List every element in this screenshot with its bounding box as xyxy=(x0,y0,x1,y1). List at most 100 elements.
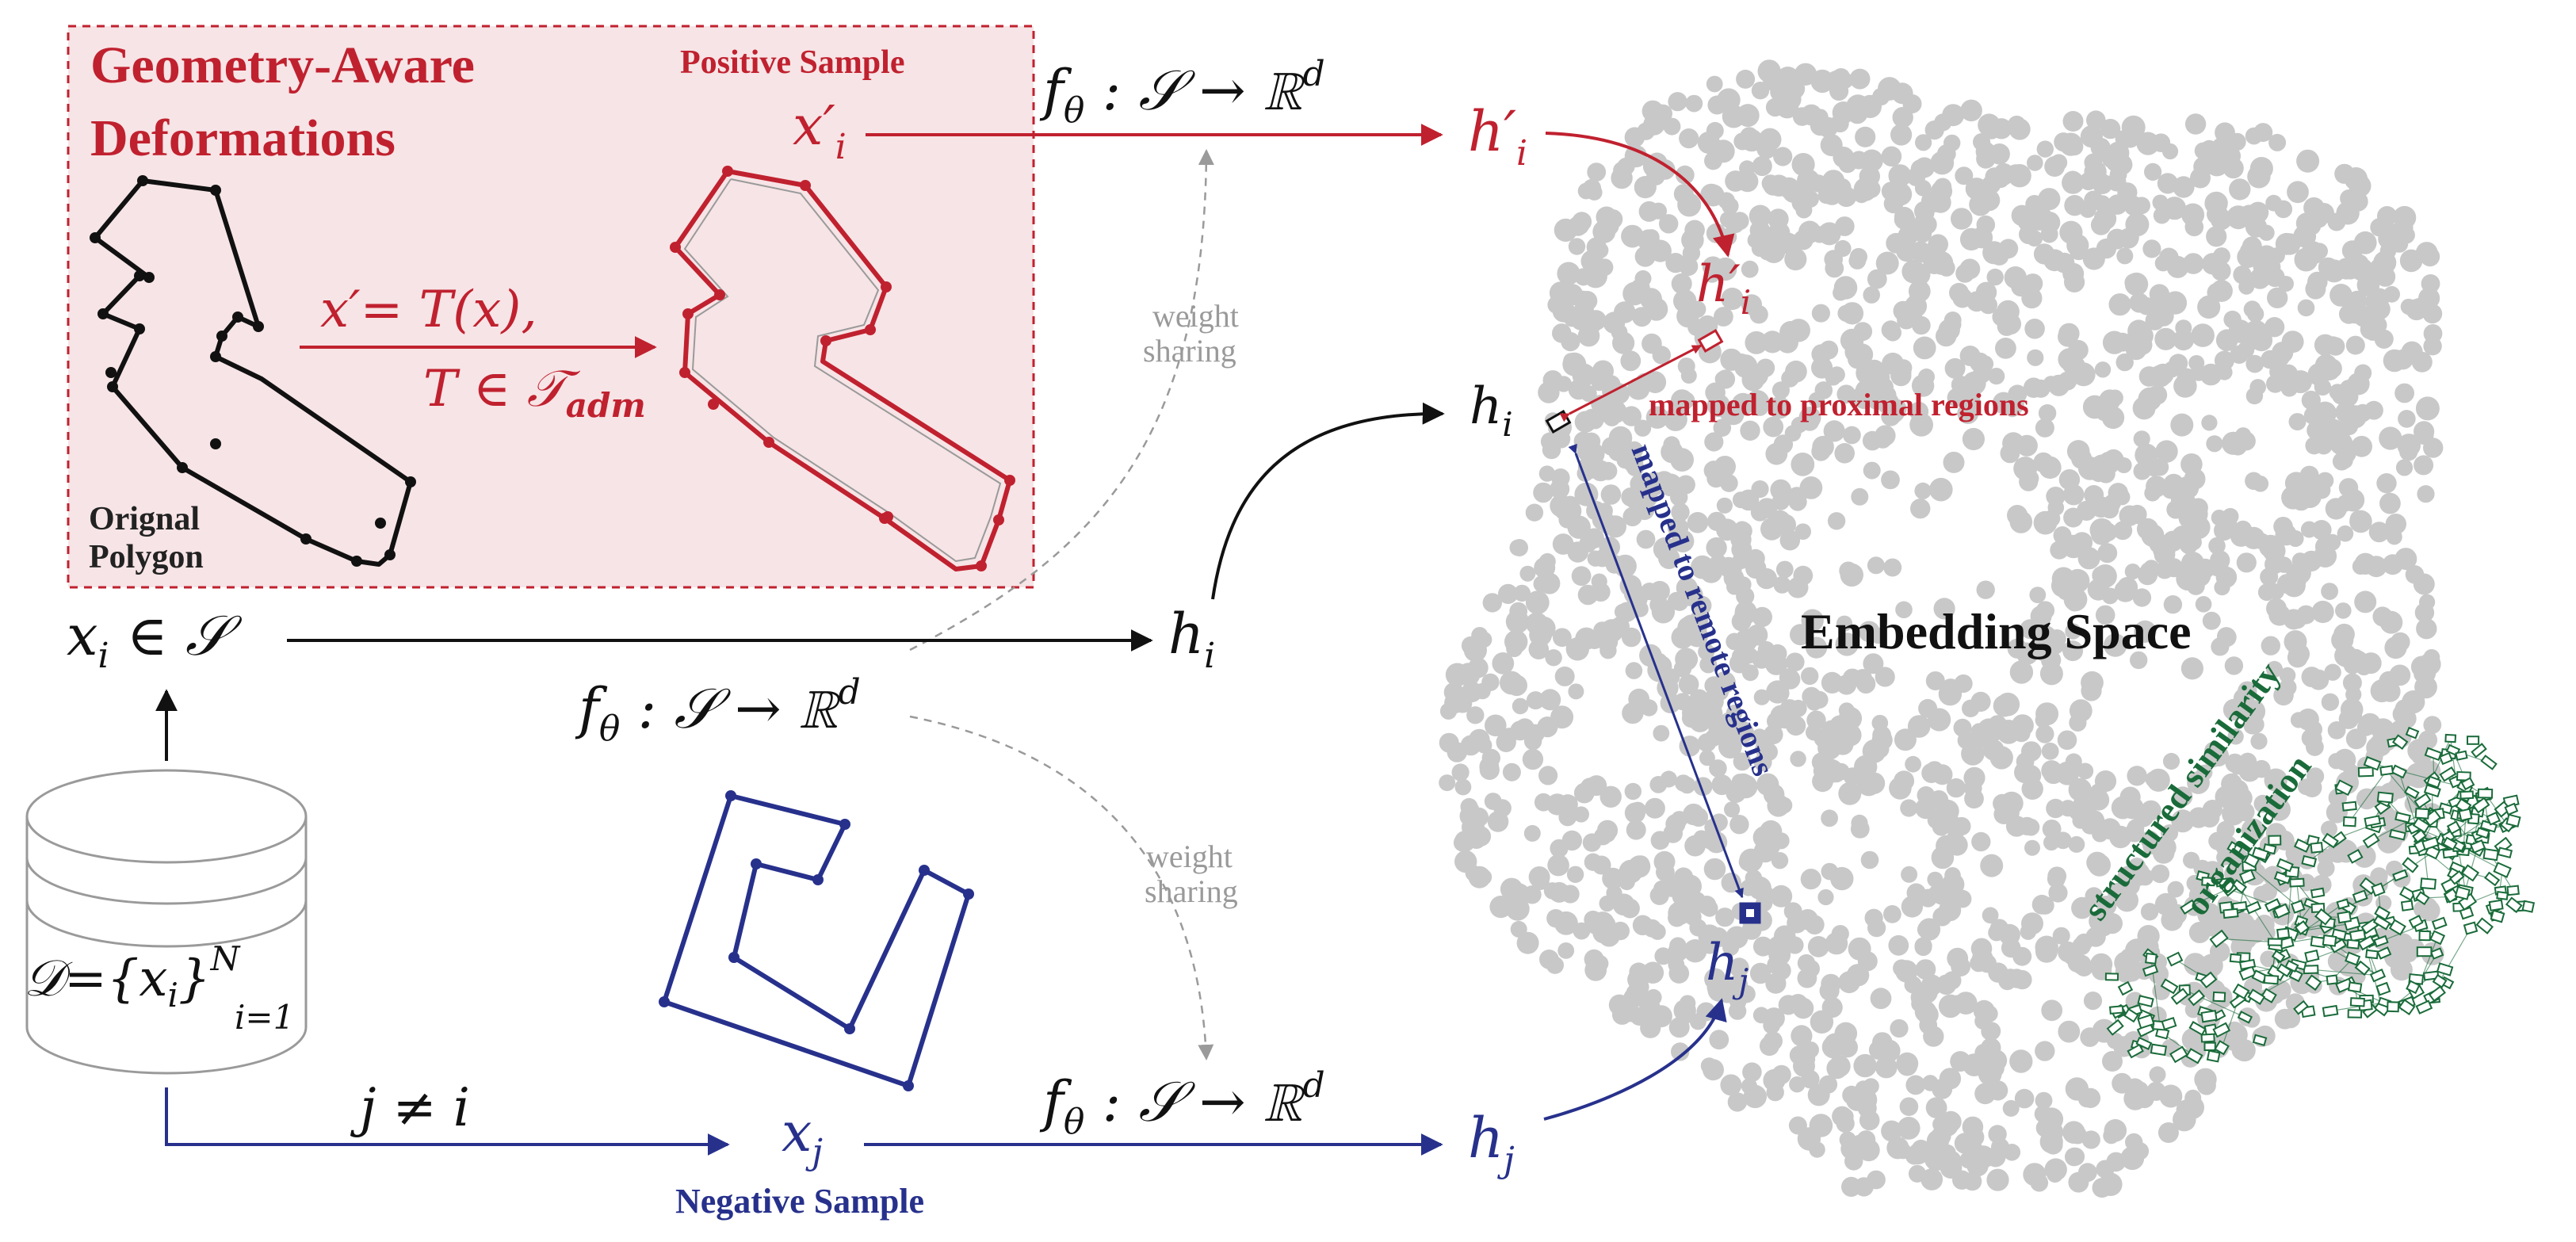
embedding-point xyxy=(1684,220,1705,241)
negative-polygon xyxy=(664,796,969,1086)
embedding-point xyxy=(1806,724,1822,741)
embedding-point xyxy=(1913,337,1936,360)
embedding-point xyxy=(2268,583,2284,599)
embedding-point xyxy=(1757,834,1781,858)
cluster-node xyxy=(2477,919,2493,934)
embedding-point xyxy=(2329,284,2352,307)
cluster-node xyxy=(2268,938,2282,945)
embedding-point xyxy=(1710,554,1726,571)
embedding-point xyxy=(1963,1053,1986,1076)
embedding-point xyxy=(2063,508,2083,528)
embedding-point xyxy=(1640,1018,1661,1038)
embedding-point xyxy=(1512,698,1529,715)
embedding-point xyxy=(2150,284,2169,304)
embedding-point xyxy=(2036,1118,2054,1137)
embedding-point xyxy=(2247,305,2264,322)
embedding-point xyxy=(1819,341,1838,360)
embedding-point xyxy=(2345,167,2368,190)
embedding-point xyxy=(2351,436,2372,457)
embedding-point xyxy=(1620,899,1640,919)
embedding-point xyxy=(1603,209,1623,229)
embedding-point xyxy=(2124,196,2144,216)
embedding-point xyxy=(1742,1062,1762,1082)
embedding-point xyxy=(2190,168,2211,189)
embedding-point xyxy=(1731,212,1749,230)
embedding-point xyxy=(1752,82,1769,99)
embedding-point xyxy=(1543,370,1563,390)
embedding-point xyxy=(2401,299,2417,315)
polygon-vertex xyxy=(210,438,221,449)
embedding-point xyxy=(1639,201,1660,222)
embedding-point xyxy=(1488,811,1509,832)
cluster-node xyxy=(2205,1043,2215,1050)
embedding-point xyxy=(2354,231,2377,254)
embedding-point xyxy=(1832,68,1850,86)
embedding-point xyxy=(1954,890,1972,908)
cluster-node xyxy=(2327,976,2337,984)
embedding-point xyxy=(2414,421,2434,441)
embedding-point xyxy=(1780,530,1801,551)
embedding-point xyxy=(1951,208,1973,230)
panel-title-line1: Geometry-Aware xyxy=(90,36,475,94)
embedding-point xyxy=(1557,942,1574,959)
embedding-point xyxy=(1711,774,1732,795)
embedding-point xyxy=(1544,882,1561,900)
embedding-point xyxy=(1918,699,1937,718)
embedding-point xyxy=(1545,649,1561,666)
embedding-point xyxy=(1575,628,1597,650)
embedding-point xyxy=(2171,490,2193,512)
embedding-point xyxy=(2039,457,2061,479)
embedding-point xyxy=(2245,472,2263,491)
embedding-point xyxy=(2415,574,2432,590)
embedding-point xyxy=(2052,567,2075,590)
cluster-node xyxy=(2437,964,2452,976)
embedding-point xyxy=(2168,256,2184,272)
embedding-point xyxy=(1970,692,1990,712)
embedding-point xyxy=(1517,932,1539,954)
embedding-point xyxy=(2217,628,2237,648)
negative-encoder-label: fθ : 𝒮 → ℝd xyxy=(1039,1065,1325,1142)
embedding-point xyxy=(2203,612,2221,630)
embedding-point xyxy=(1749,205,1771,227)
embedding-point xyxy=(1909,281,1931,303)
embedding-point xyxy=(2041,999,2062,1021)
embedding-point xyxy=(2086,110,2106,130)
embedding-point xyxy=(2010,660,2033,683)
embedding-point xyxy=(1960,228,1982,250)
embedding-point xyxy=(2081,1088,2100,1108)
embedding-point xyxy=(2289,413,2307,430)
embedding-point xyxy=(2150,1066,2166,1083)
anchor-to-space-arrow xyxy=(1213,414,1443,599)
original-label-line1: Orignal xyxy=(89,501,200,537)
embedding-point xyxy=(1439,774,1455,791)
embedding-point xyxy=(1626,820,1646,840)
embedding-point xyxy=(1453,694,1472,713)
embedding-point xyxy=(2322,259,2345,282)
polygon-vertex xyxy=(659,996,670,1007)
embedding-point xyxy=(1663,668,1680,686)
embedding-point xyxy=(2369,299,2390,319)
embedding-point xyxy=(1564,311,1580,327)
cluster-node xyxy=(2311,889,2324,898)
embedding-point xyxy=(2215,785,2238,808)
embedding-point xyxy=(1732,612,1752,632)
embedding-point xyxy=(1751,480,1768,498)
embedding-point xyxy=(1632,979,1649,996)
embedding-point xyxy=(1915,798,1936,820)
embedding-point xyxy=(1621,225,1644,248)
embedding-point xyxy=(1894,770,1914,791)
cluster-node xyxy=(2350,930,2365,941)
embedding-point xyxy=(2119,506,2140,526)
embedding-point xyxy=(1948,995,1966,1013)
embedding-point xyxy=(1863,286,1880,304)
embedding-point xyxy=(1859,166,1880,186)
embedding-point xyxy=(2115,130,2133,147)
embedding-point xyxy=(1833,147,1854,168)
polygon-vertex xyxy=(865,324,876,335)
polygon-vertex xyxy=(963,889,974,900)
embedding-point xyxy=(2301,551,2322,571)
embedding-point xyxy=(2064,272,2085,292)
embedding-point xyxy=(1924,1147,1948,1171)
embedding-point xyxy=(2417,485,2434,503)
embedding-point xyxy=(2084,992,2102,1010)
